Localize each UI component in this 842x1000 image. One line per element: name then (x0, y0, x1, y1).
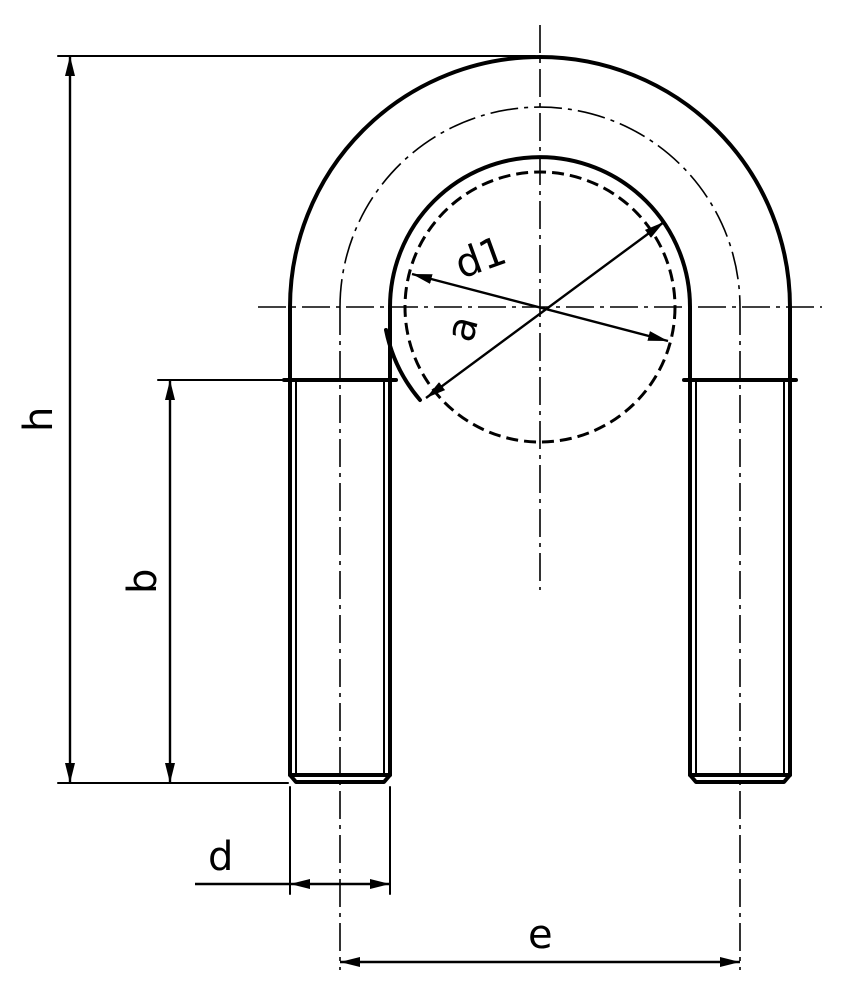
dimension-h: h (16, 55, 536, 784)
label-b: b (120, 569, 166, 594)
label-a: a (437, 311, 488, 347)
inner-bend-outline (388, 155, 692, 382)
dimension-e: e (340, 912, 740, 967)
label-h: h (16, 407, 62, 432)
dimension-d: d (195, 786, 391, 895)
pipe-outline-dashed (403, 170, 677, 444)
dimension-b: b (120, 379, 283, 783)
left-threaded-leg (282, 378, 398, 784)
bend-center-arc (339, 106, 741, 308)
u-bolt-body (282, 55, 798, 784)
outer-bend-outline (288, 55, 792, 382)
inner-bend-tail (384, 328, 422, 402)
pipe-circle (384, 170, 677, 444)
label-e: e (528, 912, 553, 958)
right-threaded-leg (682, 378, 798, 784)
label-d: d (208, 834, 233, 880)
center-lines (258, 25, 822, 970)
label-d1: d1 (449, 228, 513, 289)
